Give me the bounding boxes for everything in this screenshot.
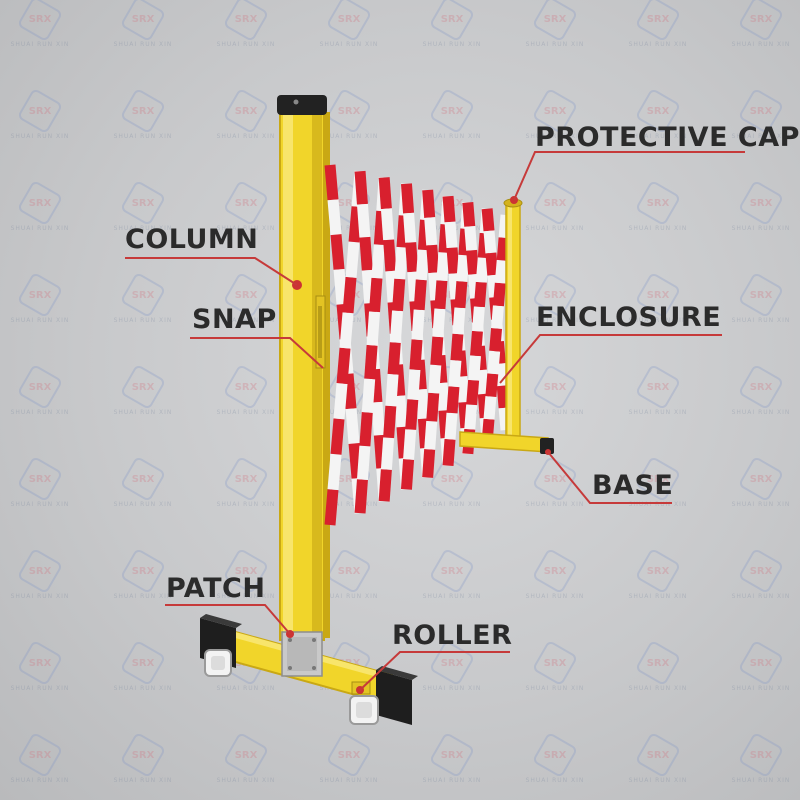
enclosure-label: ENCLOSURE	[536, 302, 722, 333]
patch-plate	[281, 630, 323, 677]
end-base	[459, 431, 554, 455]
column-leader	[125, 257, 298, 286]
scissor-enclosure	[324, 164, 512, 526]
snap-latch	[315, 295, 326, 369]
scissor-bar	[324, 170, 366, 526]
rollers	[204, 649, 379, 725]
protective-cap-main	[277, 95, 327, 115]
column-label: COLUMN	[125, 224, 259, 255]
roller-leader	[359, 651, 510, 691]
enclosure-leader	[499, 334, 722, 384]
base-leader	[547, 451, 672, 504]
patch-label: PATCH	[166, 573, 266, 604]
main-post	[279, 109, 330, 641]
scissor-bar	[442, 202, 474, 467]
end-post	[503, 196, 523, 441]
protective-cap-label: PROTECTIVE CAP	[535, 122, 800, 153]
leader-lines	[125, 151, 745, 691]
roller-label: ROLLER	[392, 620, 513, 651]
patch-leader	[165, 604, 291, 635]
protective-cap-leader	[513, 151, 745, 201]
snap-leader	[190, 337, 324, 369]
snap-label: SNAP	[192, 304, 277, 335]
base-label: BASE	[592, 470, 674, 501]
